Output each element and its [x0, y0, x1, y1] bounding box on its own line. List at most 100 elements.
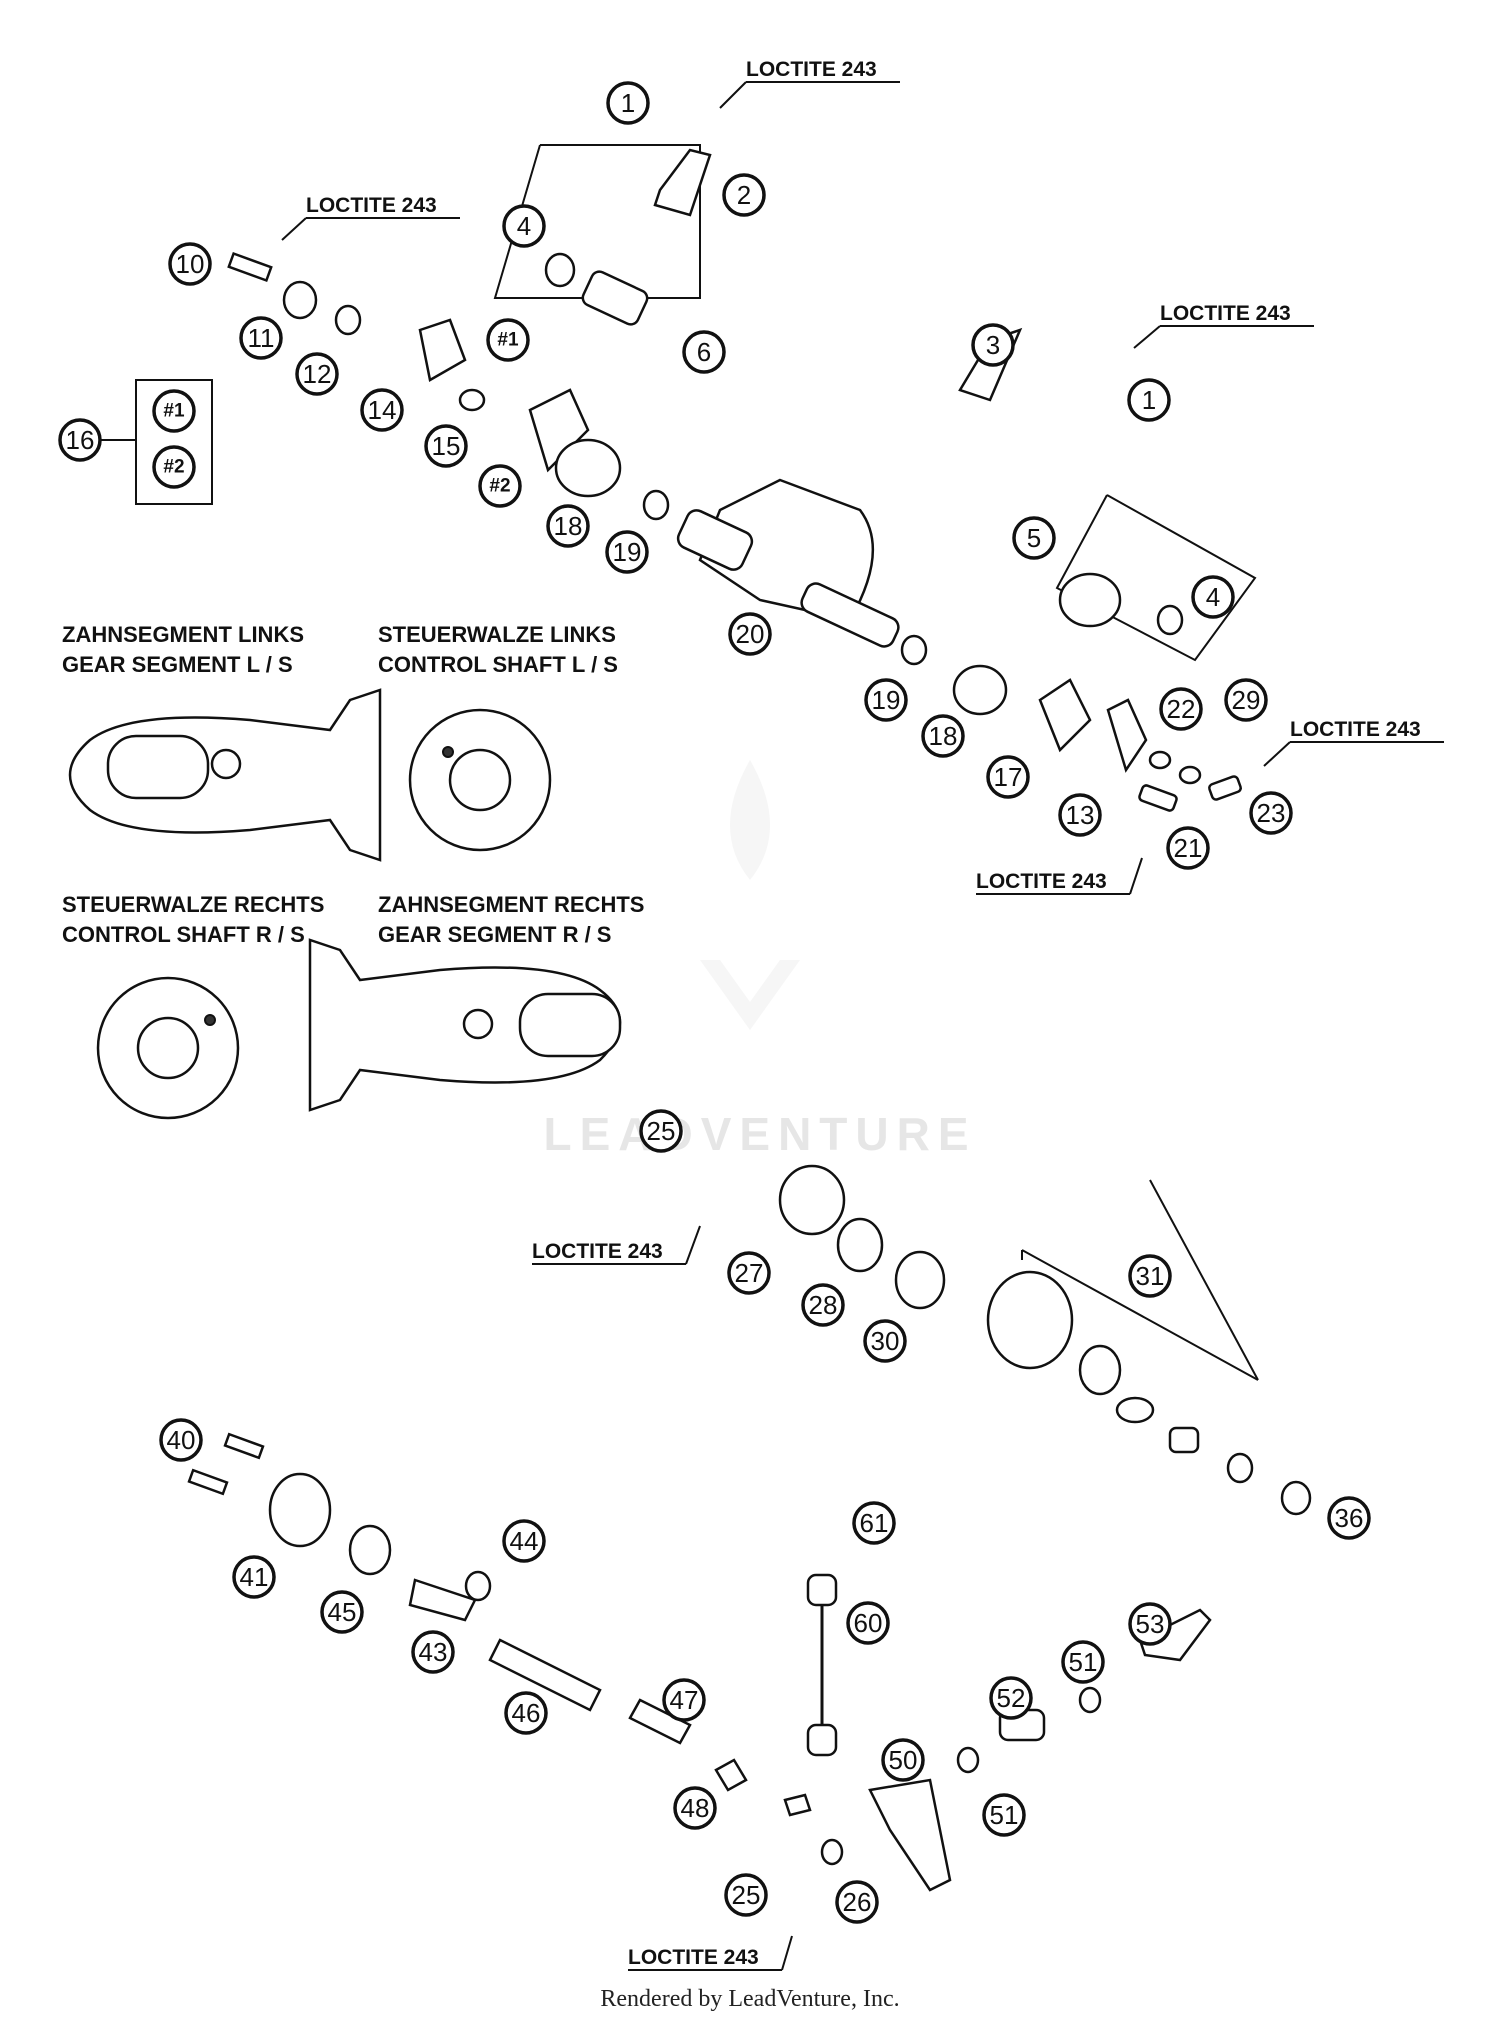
svg-text:#2: #2	[163, 457, 184, 478]
callout-17: 17	[986, 755, 1030, 799]
svg-text:3: 3	[986, 330, 1000, 360]
svg-text:18: 18	[554, 511, 583, 541]
svg-text:LOCTITE 243: LOCTITE 243	[1290, 718, 1421, 741]
callout-1: 1	[606, 81, 650, 125]
svg-text:#2: #2	[489, 476, 510, 497]
callout-40: 40	[159, 1418, 203, 1462]
svg-text:30: 30	[871, 1326, 900, 1356]
callout-29: 29	[1224, 678, 1268, 722]
svg-text:52: 52	[997, 1683, 1026, 1713]
loctite-label-middle: LOCTITE 243	[532, 1225, 701, 1265]
svg-text:45: 45	[328, 1597, 357, 1627]
callout-16-sub-2: #2	[152, 445, 196, 489]
svg-text:#1: #1	[163, 401, 185, 422]
control-shaft-left-drawing	[408, 708, 552, 852]
callout-1b: 1	[1127, 378, 1171, 422]
callout-18: 18	[546, 504, 590, 548]
callout-31: 31	[1128, 1254, 1172, 1298]
callout-21: 21	[1166, 826, 1210, 870]
svg-text:13: 13	[1066, 800, 1095, 830]
svg-text:21: 21	[1174, 833, 1203, 863]
parts-sketches	[187, 148, 1312, 1892]
svg-text:17: 17	[994, 762, 1023, 792]
callout-26: 26	[835, 1880, 879, 1924]
callout-51: 51	[1061, 1640, 1105, 1684]
svg-text:14: 14	[368, 395, 397, 425]
svg-text:25: 25	[647, 1116, 676, 1146]
svg-text:29: 29	[1232, 685, 1261, 715]
callout-18b: 18	[921, 714, 965, 758]
callout-12: 12	[295, 352, 339, 396]
svg-text:61: 61	[860, 1508, 889, 1538]
svg-text:16: 16	[66, 425, 95, 455]
svg-text:15: 15	[432, 431, 461, 461]
svg-text:48: 48	[681, 1793, 710, 1823]
svg-text:25: 25	[732, 1880, 761, 1910]
svg-text:46: 46	[512, 1698, 541, 1728]
svg-text:2: 2	[737, 180, 751, 210]
svg-text:26: 26	[843, 1887, 872, 1917]
callout-20: 20	[728, 612, 772, 656]
svg-text:50: 50	[889, 1745, 918, 1775]
callout-53: 53	[1128, 1602, 1172, 1646]
svg-text:44: 44	[510, 1526, 539, 1556]
callout-36: 36	[1327, 1496, 1371, 1540]
callout-sub-2: #2	[478, 464, 522, 508]
callout-3: 3	[971, 323, 1015, 367]
loctite-label-bottom: LOCTITE 243	[628, 1935, 793, 1971]
svg-text:51: 51	[990, 1800, 1019, 1830]
control-shaft-right-label-en: CONTROL SHAFT R / S	[62, 922, 305, 947]
svg-text:18: 18	[929, 721, 958, 751]
loctite-label-top: LOCTITE 243	[719, 58, 900, 109]
svg-text:10: 10	[176, 249, 205, 279]
callout-27: 27	[727, 1251, 771, 1295]
callout-19b: 19	[864, 678, 908, 722]
callout-45: 45	[320, 1590, 364, 1634]
control-shaft-left-label-en: CONTROL SHAFT L / S	[378, 652, 618, 677]
callout-16-sub-1: #1	[152, 389, 196, 433]
callout-22: 22	[1159, 687, 1203, 731]
svg-text:47: 47	[670, 1685, 699, 1715]
svg-text:40: 40	[167, 1425, 196, 1455]
svg-text:12: 12	[303, 359, 332, 389]
svg-text:19: 19	[613, 537, 642, 567]
callout-44: 44	[502, 1519, 546, 1563]
callout-sub-1: #1	[486, 318, 530, 362]
svg-text:1: 1	[1142, 385, 1156, 415]
svg-text:4: 4	[517, 211, 531, 241]
callout-4b: 4	[1191, 575, 1235, 619]
gear-segment-left-label-en: GEAR SEGMENT L / S	[62, 652, 293, 677]
callout-16: 16	[58, 418, 102, 462]
watermark-logo	[700, 760, 800, 1030]
footer-credit: Rendered by LeadVenture, Inc.	[600, 1986, 899, 2012]
callout-11: 11	[239, 316, 283, 360]
svg-text:LOCTITE 243: LOCTITE 243	[976, 870, 1107, 893]
svg-text:36: 36	[1335, 1503, 1364, 1533]
callout-47: 47	[662, 1678, 706, 1722]
control-shaft-left-label-de: STEUERWALZE LINKS	[378, 622, 616, 647]
callout-41: 41	[232, 1555, 276, 1599]
callout-2: 2	[722, 173, 766, 217]
svg-text:6: 6	[697, 337, 711, 367]
callout-6: 6	[682, 330, 726, 374]
callout-14: 14	[360, 388, 404, 432]
svg-text:19: 19	[872, 685, 901, 715]
watermark-text: LEADVENTURE	[543, 1108, 976, 1160]
callout-13: 13	[1058, 793, 1102, 837]
svg-text:LOCTITE 243: LOCTITE 243	[1160, 302, 1291, 325]
svg-text:31: 31	[1136, 1261, 1165, 1291]
callout-48: 48	[673, 1786, 717, 1830]
callout-60: 60	[846, 1601, 890, 1645]
callout-19: 19	[605, 530, 649, 574]
control-shaft-right-drawing	[96, 976, 240, 1120]
gear-segment-right-label-en: GEAR SEGMENT R / S	[378, 922, 611, 947]
svg-text:53: 53	[1136, 1609, 1165, 1639]
svg-text:LOCTITE 243: LOCTITE 243	[306, 194, 437, 217]
svg-text:5: 5	[1027, 523, 1041, 553]
callout-4: 4	[502, 204, 546, 248]
leader-lines	[100, 144, 1259, 1381]
control-shaft-right-label-de: STEUERWALZE RECHTS	[62, 892, 324, 917]
callout-46: 46	[504, 1691, 548, 1735]
svg-text:41: 41	[240, 1562, 269, 1592]
